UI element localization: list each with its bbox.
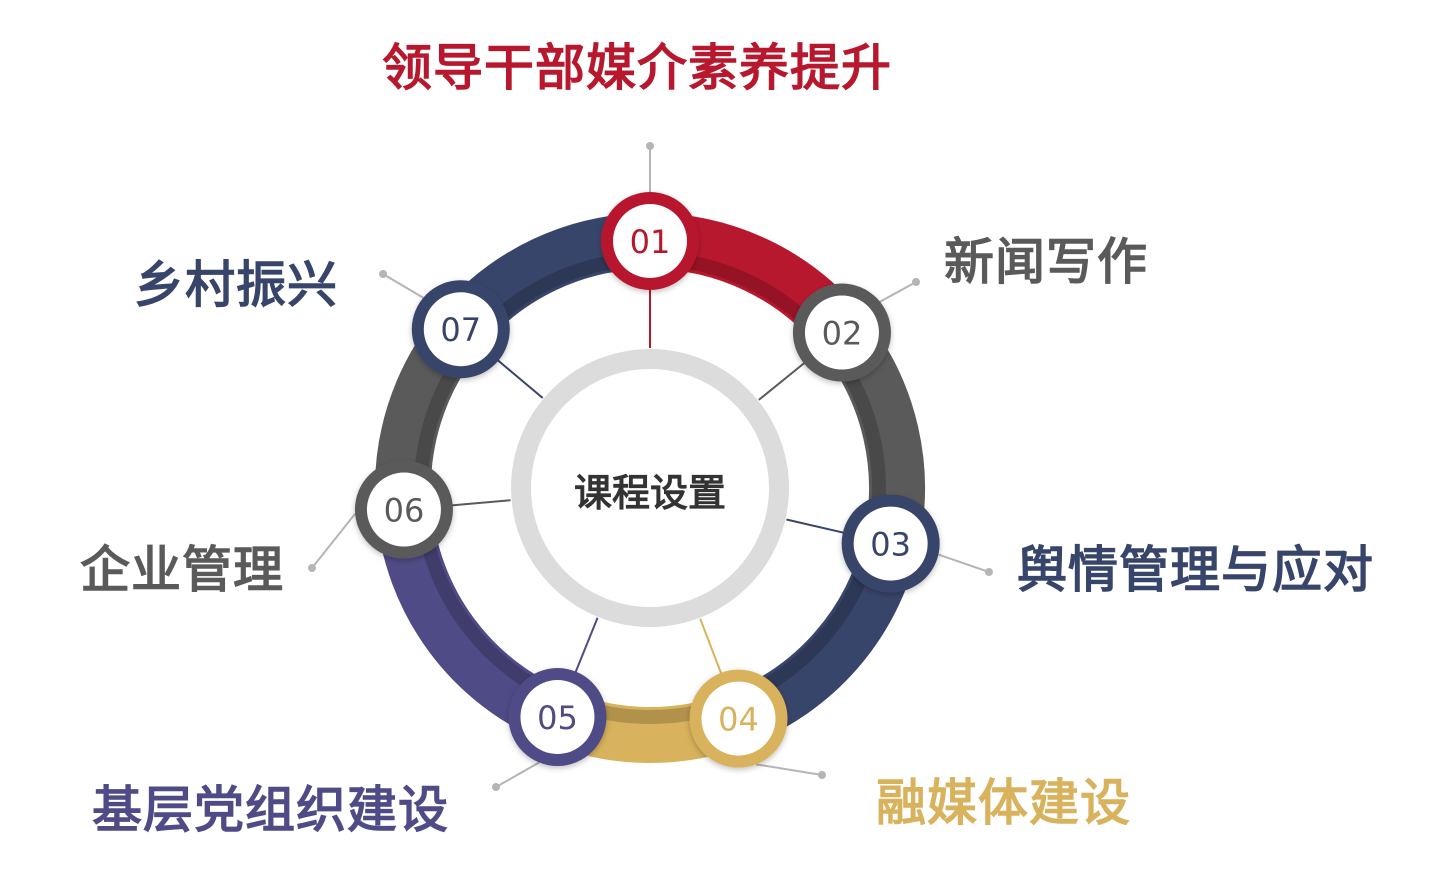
center-label: 课程设置 (574, 471, 726, 515)
node-06: 06 (354, 460, 453, 559)
leader-dot-01 (646, 142, 654, 150)
leader-line-03 (938, 553, 990, 573)
node-number-03: 03 (870, 526, 911, 564)
node-face-05 (520, 680, 595, 755)
node-number-01: 01 (630, 223, 671, 261)
leader-line-07 (382, 273, 424, 299)
segment-label-04: 融媒体建设 (876, 774, 1131, 832)
spoke-06 (448, 499, 511, 507)
node-number-02: 02 (822, 315, 863, 353)
node-02: 02 (792, 283, 891, 382)
leader-line-06 (311, 513, 356, 569)
spoke-07 (494, 357, 544, 399)
node-number-05: 05 (537, 699, 578, 737)
node-07: 07 (411, 280, 510, 379)
spoke-04 (699, 618, 724, 677)
node-03: 03 (841, 494, 940, 593)
node-number-04: 04 (718, 701, 759, 739)
leader-line-04 (755, 763, 823, 776)
segment-label-07: 乡村振兴 (134, 256, 338, 314)
node-face-07 (423, 292, 498, 367)
leader-dot-07 (379, 270, 387, 278)
segment-label-01: 领导干部媒介素养提升 (382, 39, 892, 97)
node-05: 05 (508, 668, 607, 767)
node-circles: 01 02 03 04 05 06 07 (354, 192, 940, 768)
spoke-03 (786, 518, 848, 535)
segment-label-03: 舆情管理与应对 (1017, 541, 1374, 599)
node-face-02 (804, 295, 879, 370)
segment-label-06: 企业管理 (80, 541, 284, 599)
node-face-03 (853, 506, 928, 581)
node-face-06 (366, 472, 441, 547)
segment-label-05: 基层党组织建设 (92, 781, 449, 839)
spoke-02 (758, 360, 808, 401)
node-01: 01 (601, 192, 699, 290)
leader-dot-04 (818, 771, 826, 779)
leader-dot-03 (985, 568, 993, 576)
node-number-06: 06 (384, 492, 425, 530)
leader-line-02 (879, 281, 917, 303)
node-04: 04 (689, 669, 788, 768)
leader-line-05 (495, 761, 540, 788)
spokes (448, 286, 848, 677)
node-number-07: 07 (440, 311, 481, 349)
spoke-05 (573, 617, 599, 676)
center-ring (511, 349, 789, 627)
leader-lines (308, 142, 993, 791)
leader-dot-05 (492, 783, 500, 791)
segment-label-02: 新闻写作 (944, 233, 1148, 291)
leader-dot-06 (308, 564, 316, 572)
node-face-04 (701, 681, 776, 756)
leader-dot-02 (912, 278, 920, 286)
node-face-01 (613, 204, 687, 278)
